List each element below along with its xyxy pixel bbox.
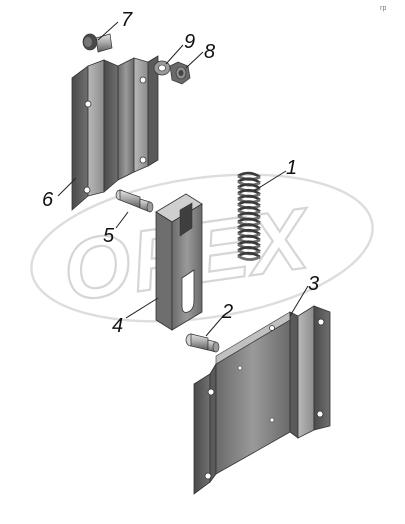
mount-hole	[84, 100, 92, 108]
corner-mark: гр	[380, 5, 387, 12]
bracket-upper	[71, 55, 159, 211]
mount-hole	[316, 410, 324, 418]
callout-2: 2	[221, 301, 233, 323]
spring-coil-back	[237, 200, 261, 207]
bracket-large	[193, 305, 331, 495]
callout-7: 7	[121, 9, 133, 31]
slotted-block	[155, 193, 203, 331]
spring-coil-back	[237, 234, 261, 241]
spring-coil	[237, 254, 261, 261]
leader-6	[57, 177, 77, 197]
callout-9: 9	[184, 31, 195, 53]
mount-hole	[269, 417, 275, 423]
leader-4	[125, 297, 159, 319]
spring	[237, 171, 261, 261]
pin-short	[185, 333, 220, 353]
leader-8	[185, 51, 204, 69]
spring-coil-back	[237, 211, 261, 219]
pin	[115, 189, 154, 213]
leader-3	[289, 285, 309, 317]
leader-2	[205, 314, 225, 337]
spring-coil-back	[237, 183, 261, 190]
washer	[153, 60, 171, 76]
callout-1: 1	[286, 157, 297, 179]
callout-8: 8	[204, 41, 215, 63]
spring-coil-back	[237, 223, 261, 230]
mount-hole	[317, 318, 325, 326]
callout-5: 5	[103, 225, 115, 247]
mount-hole	[139, 76, 147, 84]
leader-1	[253, 170, 287, 192]
spring-coil-back	[237, 171, 261, 179]
mount-hole	[237, 365, 243, 371]
spring-coil-back	[237, 251, 261, 259]
callout-3: 3	[308, 273, 319, 295]
spring-coil-back	[237, 194, 261, 201]
leader-7	[97, 21, 119, 41]
leader-9	[165, 44, 184, 65]
spring-coil-back	[237, 228, 261, 236]
spring-coil-back	[237, 240, 261, 247]
spring-coil-back	[237, 206, 261, 213]
mount-hole	[139, 156, 147, 164]
mount-hole	[83, 186, 91, 194]
callout-6: 6	[42, 189, 54, 211]
spring-coil-back	[237, 246, 261, 253]
spring-coil-back	[237, 217, 261, 224]
mount-hole	[207, 388, 215, 396]
leader-lines	[57, 21, 309, 337]
callouts: 7 9 8 6 5 1 4 2 3	[42, 9, 319, 337]
callout-4: 4	[112, 315, 123, 337]
mount-hole	[269, 325, 275, 331]
spring-coil-back	[237, 177, 261, 184]
nut	[169, 61, 191, 85]
mount-hole	[204, 472, 212, 480]
spring-coil-back	[237, 188, 261, 196]
leader-5	[115, 211, 129, 229]
bolt	[82, 33, 113, 53]
